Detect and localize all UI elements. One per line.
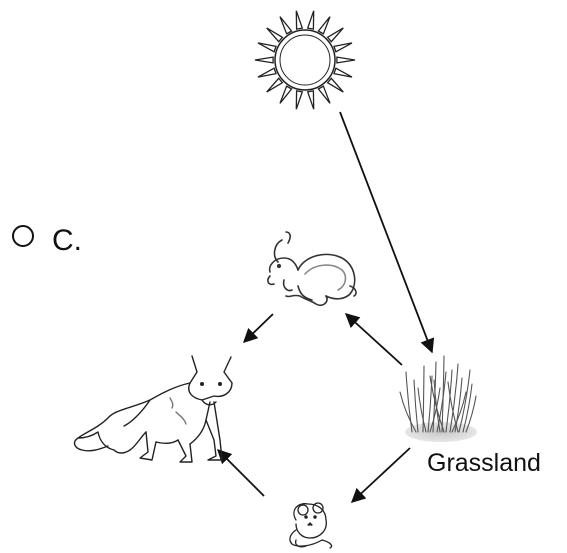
grassland-label: Grassland (427, 451, 541, 476)
sun-ray (308, 11, 314, 29)
grass-blade (442, 356, 444, 432)
grass-blade (459, 370, 470, 432)
arrow-grass-to-mouse (352, 448, 410, 502)
sun-ray (267, 28, 283, 42)
sun-ray (334, 43, 352, 52)
option-c-label: C. (52, 226, 82, 256)
sun-ray (258, 43, 276, 52)
option-c-radio[interactable] (12, 225, 34, 247)
fox-icon (75, 356, 232, 462)
sun-ray (318, 86, 330, 103)
grass-icon (400, 356, 477, 442)
sun-ray (267, 78, 283, 92)
arrow-mouse-to-fox (218, 450, 264, 496)
sun-ray (280, 17, 292, 34)
arrow-grass-to-rabbit (346, 314, 402, 365)
sun-ray (255, 57, 273, 63)
rabbit-icon (268, 232, 356, 305)
sun-ray (334, 68, 352, 77)
sun-ray (296, 11, 302, 29)
sun-ray (280, 86, 292, 103)
sun-ray (337, 57, 355, 63)
sun-ray (318, 17, 330, 34)
arrow-rabbit-to-fox (244, 314, 273, 342)
mouse-icon (290, 503, 332, 548)
sun-icon (255, 11, 355, 109)
sun-ray (296, 91, 302, 109)
sun-ray (308, 91, 314, 109)
arrow-sun-to-grass (340, 112, 432, 352)
sun-ray (328, 28, 344, 42)
sun-ray (258, 68, 276, 77)
grass-blade (414, 380, 418, 432)
sun-ray (328, 78, 344, 92)
